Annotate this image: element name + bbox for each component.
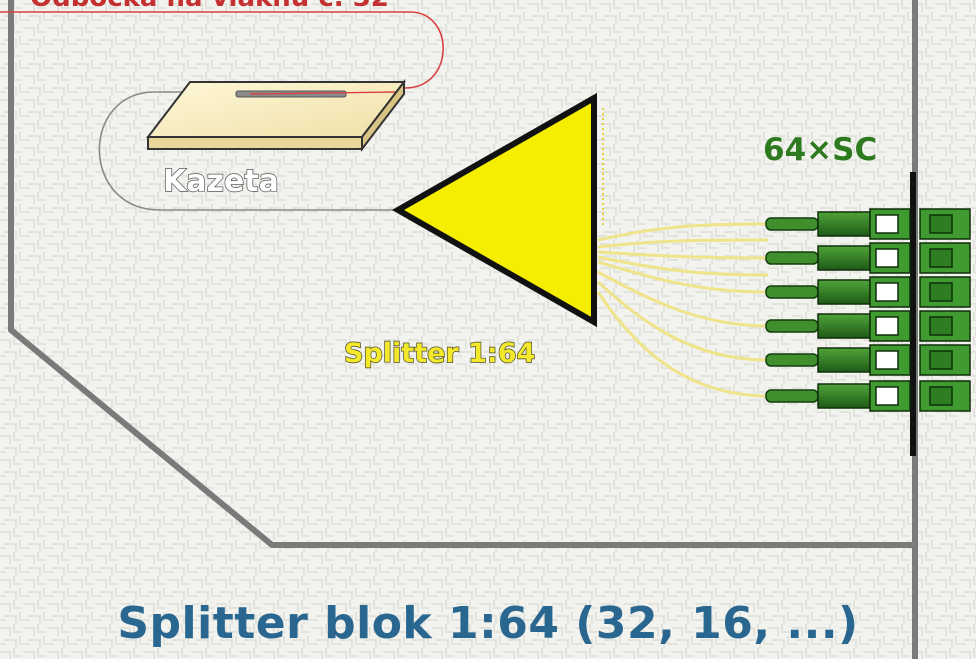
sc-connector <box>765 276 971 308</box>
sc-connector <box>765 208 971 240</box>
splitter-label: Splitter 1:64 <box>344 338 535 369</box>
sc-connector <box>765 242 971 274</box>
kazeta-label: Kazeta <box>163 164 279 199</box>
cassette-tray <box>145 79 407 152</box>
sc-connector <box>765 310 971 342</box>
red-fiber <box>0 11 444 89</box>
diagram-title: Splitter blok 1:64 (32, 16, ...) <box>117 598 859 649</box>
connectors-label: 64×SC <box>763 132 877 168</box>
output-fibers <box>596 222 769 398</box>
input-fiber <box>98 91 400 211</box>
sc-connector <box>765 380 971 412</box>
sc-connectors <box>765 208 971 412</box>
top-label: Odbočka na vláknu č. 32 <box>30 0 389 13</box>
connector-panel-bar <box>910 172 916 456</box>
enclosure-outline <box>8 0 916 548</box>
splitter-triangle <box>391 92 597 328</box>
sc-connector <box>765 344 971 376</box>
